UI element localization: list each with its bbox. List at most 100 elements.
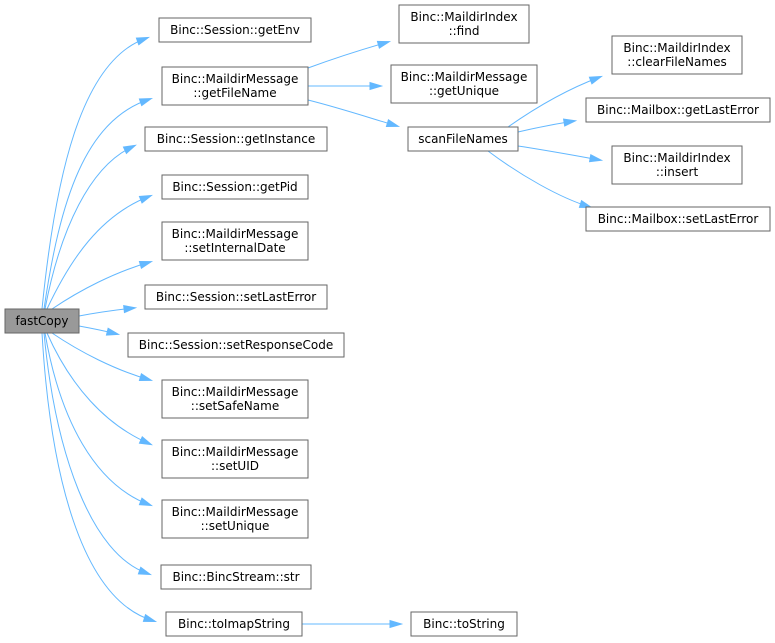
node-label: ::find [449,24,480,38]
edge-arrowhead [578,199,594,208]
node-toString[interactable]: Binc::toString [410,611,518,637]
node-mi_insert[interactable]: Binc::MaildirIndex::insert [611,145,743,185]
edge-arrowhead [138,373,154,382]
node-label: Binc::MaildirMessage [172,445,299,459]
edge-scanFileNames-to-mi_insert [517,145,604,163]
edge-mm_getFileName-to-mi_find [307,40,392,69]
node-box[interactable] [398,4,530,44]
node-box[interactable] [161,379,309,419]
node-session_getEnv[interactable]: Binc::Session::getEnv [158,17,312,43]
edge-line [46,332,151,445]
node-mm_setInternalDate[interactable]: Binc::MaildirMessage::setInternalDate [161,221,309,261]
node-box[interactable] [160,564,312,590]
nodes-layer: fastCopyBinc::Session::getEnvBinc::Maild… [4,4,771,637]
edge-mm_getFileName-to-scanFileNames [307,99,401,127]
node-label: ::setUnique [201,519,270,533]
node-box[interactable] [161,66,309,106]
edge-arrowhead [137,566,153,576]
node-box[interactable] [585,97,771,123]
edge-arrowhead [138,97,154,107]
edge-fastCopy-to-mm_setSafeName [51,332,154,382]
edge-scanFileNames-to-mailbox_setLastError [487,150,594,208]
node-label: Binc::MaildirIndex [623,41,730,55]
node-label: ::setSafeName [191,399,279,413]
node-mm_getUnique[interactable]: Binc::MaildirMessage::getUnique [390,64,538,104]
node-box[interactable] [144,284,328,310]
node-mailbox_getLastError[interactable]: Binc::Mailbox::getLastError [585,97,771,123]
node-mm_getFileName[interactable]: Binc::MaildirMessage::getFileName [161,66,309,106]
node-mm_setUID[interactable]: Binc::MaildirMessage::setUID [161,439,309,479]
node-box[interactable] [158,17,312,43]
edge-line [51,261,151,310]
node-box[interactable] [165,611,303,637]
node-mi_clearFileNames[interactable]: Binc::MaildirIndex::clearFileNames [611,35,743,75]
edge-arrowhead [135,36,151,46]
edge-fastCopy-to-mm_setUnique [44,332,154,507]
edge-line [51,332,151,381]
node-box[interactable] [410,611,518,637]
node-box[interactable] [611,145,743,185]
node-label: Binc::MaildirMessage [401,70,528,84]
node-label: scanFileNames [418,132,508,146]
node-box[interactable] [4,308,80,334]
edge-fastCopy-to-session_getPid [46,194,153,310]
edge-fastCopy-to-mm_getFileName [43,97,154,310]
edge-arrowhead [376,40,392,49]
node-session_setResponseCode[interactable]: Binc::Session::setResponseCode [127,332,345,358]
edge-arrowhead [562,118,578,127]
edge-fastCopy-to-session_getEnv [41,36,151,310]
node-box[interactable] [144,126,328,152]
node-box[interactable] [390,64,538,104]
node-mi_find[interactable]: Binc::MaildirIndex::find [398,4,530,44]
node-label: ::getUnique [429,84,499,98]
node-box[interactable] [611,35,743,75]
edge-line [44,332,151,506]
node-label: Binc::MaildirMessage [172,505,299,519]
node-label: Binc::MaildirMessage [172,385,299,399]
node-box[interactable] [407,126,519,152]
node-box[interactable] [127,332,345,358]
node-mm_setSafeName[interactable]: Binc::MaildirMessage::setSafeName [161,379,309,419]
edge-fastCopy-to-session_getInstance [44,144,137,310]
edge-fastCopy-to-mm_setInternalDate [51,260,154,310]
edge-scanFileNames-to-mi_clearFileNames [507,75,604,128]
node-fastCopy[interactable]: fastCopy [4,308,80,334]
node-bincstream_str[interactable]: Binc::BincStream::str [160,564,312,590]
node-label: Binc::Session::setResponseCode [139,338,333,352]
node-session_getPid[interactable]: Binc::Session::getPid [161,174,309,200]
edge-line [507,76,601,128]
edge-arrowhead [138,194,153,204]
node-box[interactable] [585,206,771,232]
edge-arrowhead [138,260,154,269]
node-label: Binc::BincStream::str [172,570,299,584]
node-label: ::getFileName [193,86,276,100]
node-session_getInstance[interactable]: Binc::Session::getInstance [144,126,328,152]
edge-arrowhead [588,154,604,163]
edge-fastCopy-to-toImapString [41,332,158,622]
edge-fastCopy-to-mm_setUID [46,332,153,446]
node-label: Binc::MaildirMessage [172,72,299,86]
node-label: Binc::toString [423,617,505,631]
node-mailbox_setLastError[interactable]: Binc::Mailbox::setLastError [585,206,771,232]
node-session_setLastError[interactable]: Binc::Session::setLastError [144,284,328,310]
node-box[interactable] [161,174,309,200]
node-mm_setUnique[interactable]: Binc::MaildirMessage::setUnique [161,499,309,539]
node-scanFileNames[interactable]: scanFileNames [407,126,519,152]
node-label: Binc::Mailbox::setLastError [598,212,759,226]
node-toImapString[interactable]: Binc::toImapString [165,611,303,637]
edge-line [43,332,150,575]
node-label: fastCopy [16,314,69,328]
node-box[interactable] [161,221,309,261]
edge-fastCopy-to-session_setResponseCode [78,325,121,336]
edge-arrowhead [142,613,158,622]
node-label: Binc::toImapString [178,617,290,631]
node-box[interactable] [161,499,309,539]
edge-arrowhead [588,75,604,85]
edge-fastCopy-to-session_setLastError [78,304,138,317]
node-box[interactable] [161,439,309,479]
edge-arrowhead [123,304,138,314]
node-label: Binc::Session::getPid [172,180,297,194]
node-label: ::setInternalDate [184,241,285,255]
edge-arrowhead [389,619,404,629]
